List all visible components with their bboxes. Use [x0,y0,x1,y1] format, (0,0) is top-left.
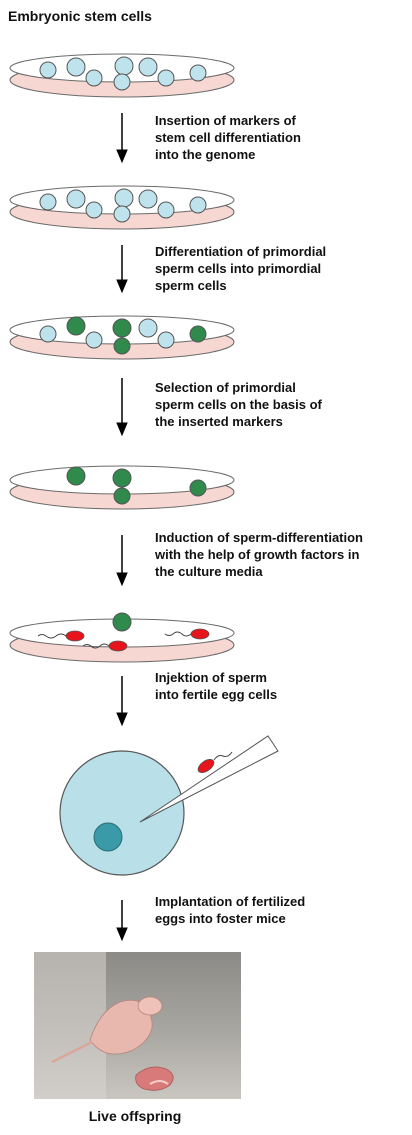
petri-dish-stem-cells [10,54,234,97]
petri-dish-selected-cells [10,466,234,509]
step-label-sperm-induction: Induction of sperm-differentiation with … [155,529,363,580]
petri-dish-marked-cells [10,186,234,229]
step-label-differentiation: Differentiation of primordial sperm cell… [155,243,326,294]
petri-dish-differentiating-cells [10,316,234,359]
photo-caption: Live offspring [0,1108,270,1124]
step-label-implantation: Implantation of fertilized eggs into fos… [155,893,305,927]
down-arrow [117,676,127,725]
petri-dish-sperm-cells [10,613,234,662]
down-arrow [117,900,127,940]
offspring-photo [34,952,241,1099]
step-label-injection: Injektion of sperm into fertile egg cell… [155,669,277,703]
diagram-title: Embryonic stem cells [8,8,152,24]
down-arrow [117,113,127,162]
step-label-selection: Selection of primordial sperm cells on t… [155,379,322,430]
egg-cell-injection [60,736,278,875]
down-arrow [117,245,127,292]
step-label-marker-insertion: Insertion of markers of stem cell differ… [155,112,301,163]
down-arrow [117,535,127,585]
down-arrow [117,378,127,435]
